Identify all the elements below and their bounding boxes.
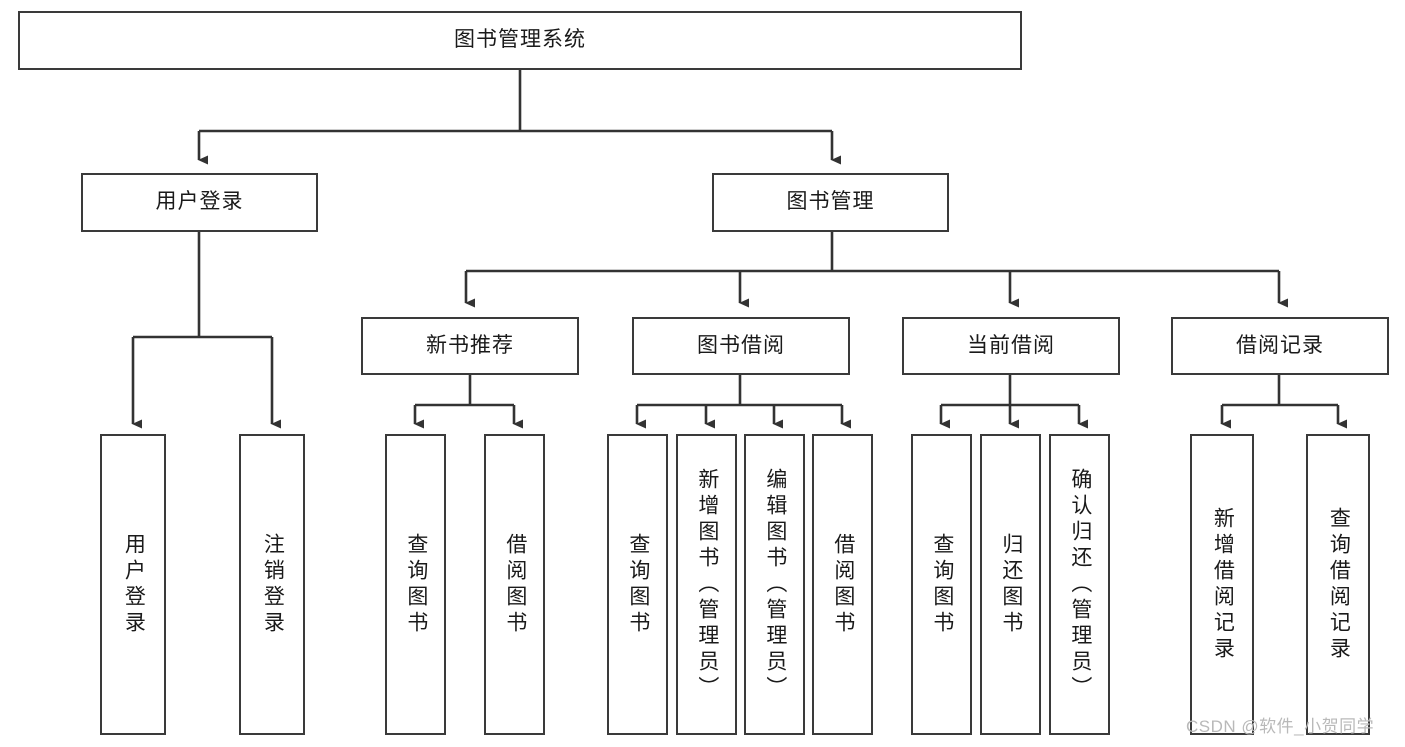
node-leaf-add-book-label: 新增图书（管理员） [695,467,719,702]
node-leaf-borrow-book-1-label: 借阅图书 [503,532,527,637]
node-leaf-confirm-return-label: 确认归还（管理员） [1068,467,1092,702]
node-leaf-edit-book-label: 编辑图书（管理员） [763,467,787,702]
node-book-borrow-label: 图书借阅 [697,333,785,357]
node-book-management[interactable]: 图书管理 [712,173,949,232]
node-user-login[interactable]: 用户登录 [81,173,318,232]
node-leaf-add-record-label: 新增借阅记录 [1211,506,1235,663]
node-new-book-recommend[interactable]: 新书推荐 [361,317,579,375]
node-leaf-return-book-label: 归还图书 [999,532,1023,637]
node-root-label: 图书管理系统 [454,28,586,52]
node-current-borrow[interactable]: 当前借阅 [902,317,1120,375]
node-leaf-user-login[interactable]: 用户登录 [100,434,166,735]
node-leaf-add-record[interactable]: 新增借阅记录 [1190,434,1254,735]
watermark-text: CSDN @软件_小贺同学 [1186,717,1375,736]
node-leaf-user-login-label: 用户登录 [122,532,146,637]
node-borrow-record-label: 借阅记录 [1236,333,1324,357]
node-new-book-recommend-label: 新书推荐 [426,333,514,357]
node-leaf-edit-book[interactable]: 编辑图书（管理员） [744,434,805,735]
node-current-borrow-label: 当前借阅 [967,333,1055,357]
node-leaf-query-book-1-label: 查询图书 [404,532,428,637]
node-leaf-query-book-3[interactable]: 查询图书 [911,434,972,735]
node-leaf-confirm-return[interactable]: 确认归还（管理员） [1049,434,1110,735]
node-leaf-query-book-1[interactable]: 查询图书 [385,434,446,735]
node-leaf-borrow-book-2-label: 借阅图书 [831,532,855,637]
node-leaf-query-record[interactable]: 查询借阅记录 [1306,434,1370,735]
node-leaf-borrow-book-1[interactable]: 借阅图书 [484,434,545,735]
node-leaf-query-record-label: 查询借阅记录 [1327,506,1351,663]
node-root[interactable]: 图书管理系统 [18,11,1022,70]
node-leaf-query-book-2-label: 查询图书 [626,532,650,637]
node-leaf-query-book-3-label: 查询图书 [930,532,954,637]
node-leaf-logout-login[interactable]: 注销登录 [239,434,305,735]
node-leaf-add-book[interactable]: 新增图书（管理员） [676,434,737,735]
node-borrow-record[interactable]: 借阅记录 [1171,317,1389,375]
node-book-management-label: 图书管理 [786,190,875,214]
node-leaf-return-book[interactable]: 归还图书 [980,434,1041,735]
node-leaf-logout-login-label: 注销登录 [261,532,285,637]
node-leaf-borrow-book-2[interactable]: 借阅图书 [812,434,873,735]
node-leaf-query-book-2[interactable]: 查询图书 [607,434,668,735]
node-book-borrow[interactable]: 图书借阅 [632,317,850,375]
node-user-login-label: 用户登录 [155,190,244,214]
